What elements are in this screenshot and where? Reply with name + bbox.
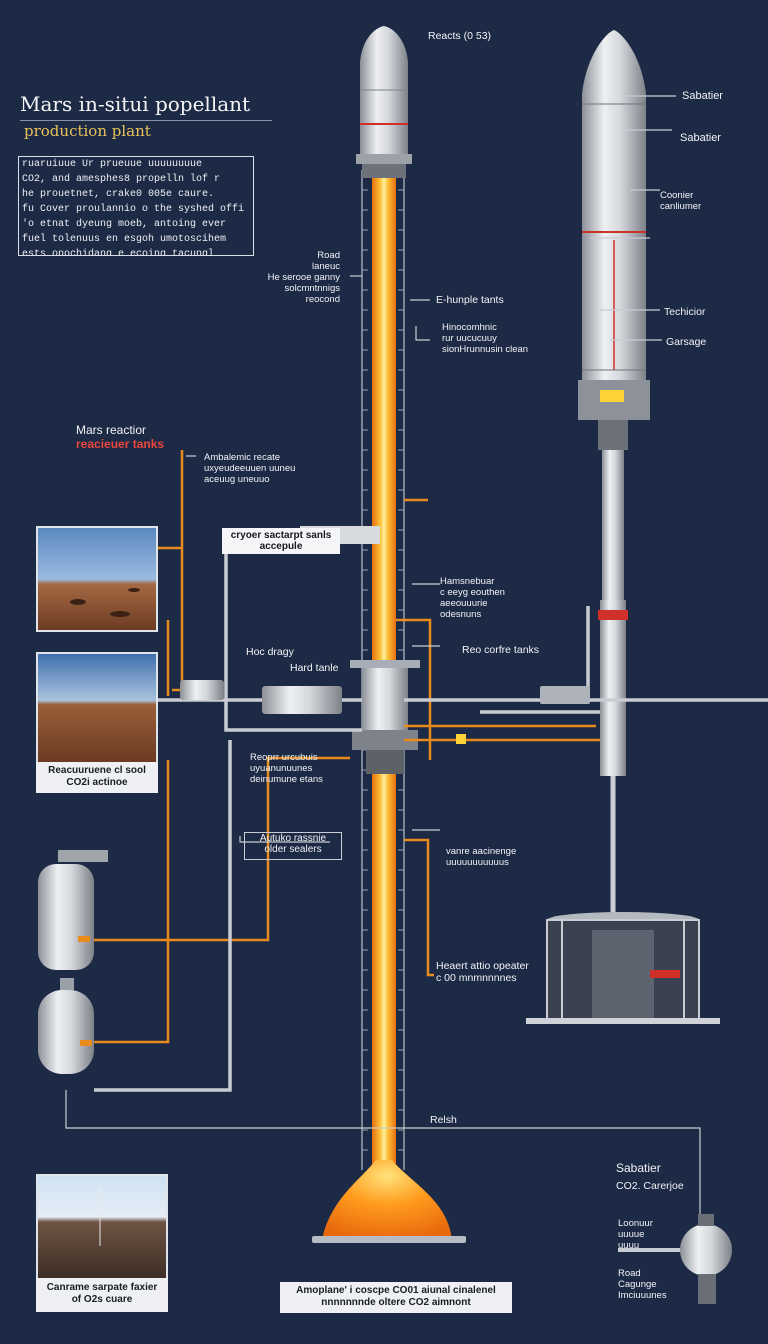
label-hard-tank: Hard tanle (290, 662, 339, 674)
photo-caption-co2: Reacuuruene cl sool CO2i actinoe (36, 762, 158, 793)
tank-icon (38, 850, 108, 1074)
sabatier-rocket (578, 30, 650, 915)
label-techlor: Techicior (664, 306, 706, 318)
label-hum-block: Hamsnebuar c eeyg eouthen aeeouuurie ode… (440, 576, 505, 620)
orange-pipes (94, 450, 600, 1044)
label-sabatier-3: Sabatier (616, 1161, 661, 1175)
label-sabatier-2: Sabatier (680, 132, 721, 144)
flame-base-plate (312, 1236, 466, 1243)
label-hoc: Hoc dragy (246, 646, 294, 658)
label-e-tanks: E-hunple tants (436, 294, 504, 306)
label-relah: Relsh (430, 1114, 457, 1126)
description-panel: ruaruiuue Ur prueuue uuuuuuuue CO2, and … (18, 156, 254, 256)
label-road-block: Road laneuc He serooe ganny solcmntnnigs… (267, 250, 340, 305)
photo-caption-o2: Canrame sarpate faxier of O2s cuare (36, 1278, 168, 1312)
label-ambient-block: Ambalemic recate uxyeudeeuuen uuneu aceu… (204, 452, 296, 485)
label-reactor-tanks: reacieuer tanks (76, 437, 165, 451)
label-reactor-top: Reacts (0 53) (428, 30, 492, 42)
rocket-icon (356, 26, 412, 178)
label-road-cg: Road Cagunge Imciuuunes (618, 1268, 667, 1301)
mars-photo-1 (36, 526, 158, 632)
title-divider (20, 120, 272, 121)
mars-photo-2 (36, 652, 158, 766)
page-title: Mars in-situi popellant (20, 92, 251, 116)
auto-sealer-callout: Autuko rassnie older sealers (244, 832, 342, 860)
reactor-icon (350, 660, 420, 774)
bottom-caption: Amoplane' i coscpe CO01 aiunal cinalenel… (280, 1282, 512, 1313)
label-vars-block: vanre aacinenge uuuuuuuuuuus (446, 846, 517, 868)
cryo-tank-callout: cryoer sactarpt sanls accepule (222, 528, 340, 554)
reactor-frame (526, 912, 720, 1024)
label-h-block: Hinocomhnic rur uucucuuy sionHrunnusin c… (442, 322, 529, 355)
label-mars-reactor: Mars reactior (76, 423, 147, 437)
label-loonuur: Loonuur uuuue uuuu (618, 1218, 653, 1251)
leader-lines (65, 95, 701, 1214)
label-co2-cartage: CO2. Carerjoe (616, 1180, 684, 1192)
label-head-block: Heaert attio opeater c 00 mnmnnnnes (436, 960, 529, 984)
label-rec-tanks: Reo corfre tanks (462, 644, 540, 656)
label-sabatier-1: Sabatier (682, 90, 723, 102)
label-counter: Coonier canliumer (660, 190, 702, 212)
flame-icon (322, 1160, 452, 1240)
label-report-block: Reoprr urcubuis uyuanunuunes deinumune e… (250, 752, 323, 785)
mars-photo-3 (36, 1174, 168, 1280)
page-subtitle: production plant (24, 122, 151, 140)
sphere-tank-icon (618, 1214, 732, 1304)
valve-icon (78, 526, 590, 1046)
label-garage: Garsage (666, 336, 707, 348)
